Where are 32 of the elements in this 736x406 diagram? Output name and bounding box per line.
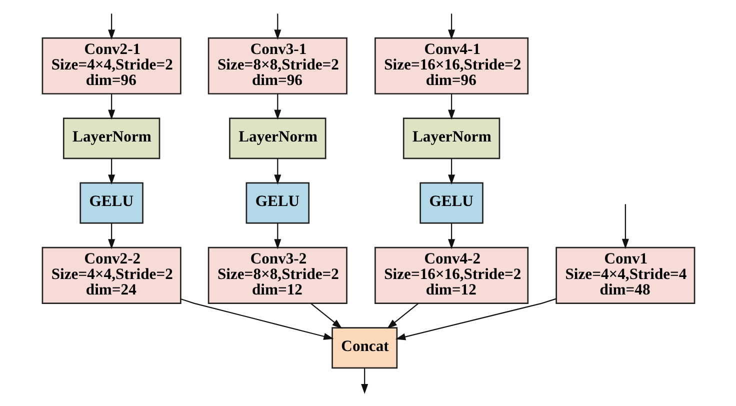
arrow: [394, 298, 556, 340]
arrow: [108, 223, 115, 250]
arrow: [274, 223, 281, 250]
arrow: [274, 158, 281, 185]
node-box: Conv2-2 Size=4×4,Stride=2 dim=24: [41, 246, 181, 304]
node-box: LayerNorm: [402, 118, 500, 160]
arrow: [310, 303, 342, 329]
arrow: [108, 94, 115, 120]
arrow: [621, 204, 628, 249]
node-box: LayerNorm: [228, 118, 326, 160]
node-box: GELU: [245, 182, 310, 224]
node-box: Concat: [331, 327, 398, 369]
arrow: [386, 303, 418, 329]
node-box: Conv2-1 Size=4×4,Stride=2 dim=96: [41, 37, 181, 94]
node-box: LayerNorm: [62, 118, 160, 160]
arrow: [108, 158, 115, 185]
node-box: Conv1 Size=4×4,Stride=4 dim=48: [555, 246, 695, 304]
arrow: [180, 298, 334, 340]
node-box: GELU: [79, 182, 143, 224]
arrow: [448, 94, 455, 120]
arrow: [274, 14, 281, 40]
node-box: GELU: [419, 182, 483, 224]
node-box: Conv3-1 Size=8×8,Stride=2 dim=96: [207, 37, 347, 94]
arrow: [448, 158, 455, 185]
node-box: Conv4-2 Size=16×16,Stride=2 dim=12: [374, 246, 528, 304]
node-box: Conv3-2 Size=8×8,Stride=2 dim=12: [207, 246, 347, 304]
arrow: [448, 14, 455, 40]
arrow: [448, 223, 455, 250]
arrow: [108, 14, 115, 40]
arrow: [360, 368, 368, 394]
node-box: Conv4-1 Size=16×16,Stride=2 dim=96: [374, 37, 528, 94]
arrow: [274, 94, 281, 120]
